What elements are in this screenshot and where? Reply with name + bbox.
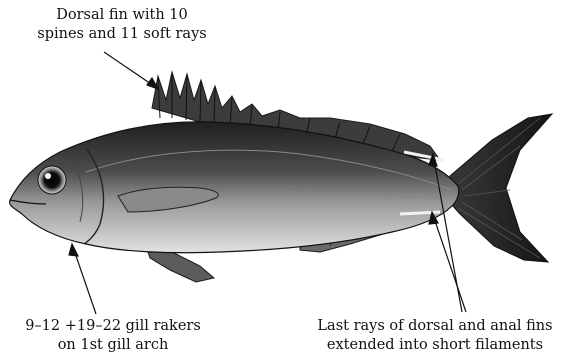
- gill-arrow: [74, 250, 96, 314]
- filaments-label-line1: Last rays of dorsal and anal fins: [308, 317, 562, 336]
- gill-arrowhead: [69, 244, 78, 256]
- dorsal-fin-label-line1: Dorsal fin with 10: [12, 6, 232, 25]
- dorsal-fin-label-line2: spines and 11 soft rays: [12, 25, 232, 44]
- anal-filament-arrow: [434, 218, 466, 312]
- gill-rakers-label-line2: on 1st gill arch: [8, 336, 218, 355]
- dorsal-arrow: [104, 52, 154, 86]
- eye: [38, 166, 66, 194]
- gill-rakers-label: 9–12 +19–22 gill rakers on 1st gill arch: [8, 317, 218, 355]
- dorsal-fin-label: Dorsal fin with 10 spines and 11 soft ra…: [12, 6, 232, 44]
- caudal-fin: [444, 114, 552, 262]
- gill-rakers-label-line1: 9–12 +19–22 gill rakers: [8, 317, 218, 336]
- filaments-label: Last rays of dorsal and anal fins extend…: [308, 317, 562, 355]
- filaments-label-line2: extended into short filaments: [308, 336, 562, 355]
